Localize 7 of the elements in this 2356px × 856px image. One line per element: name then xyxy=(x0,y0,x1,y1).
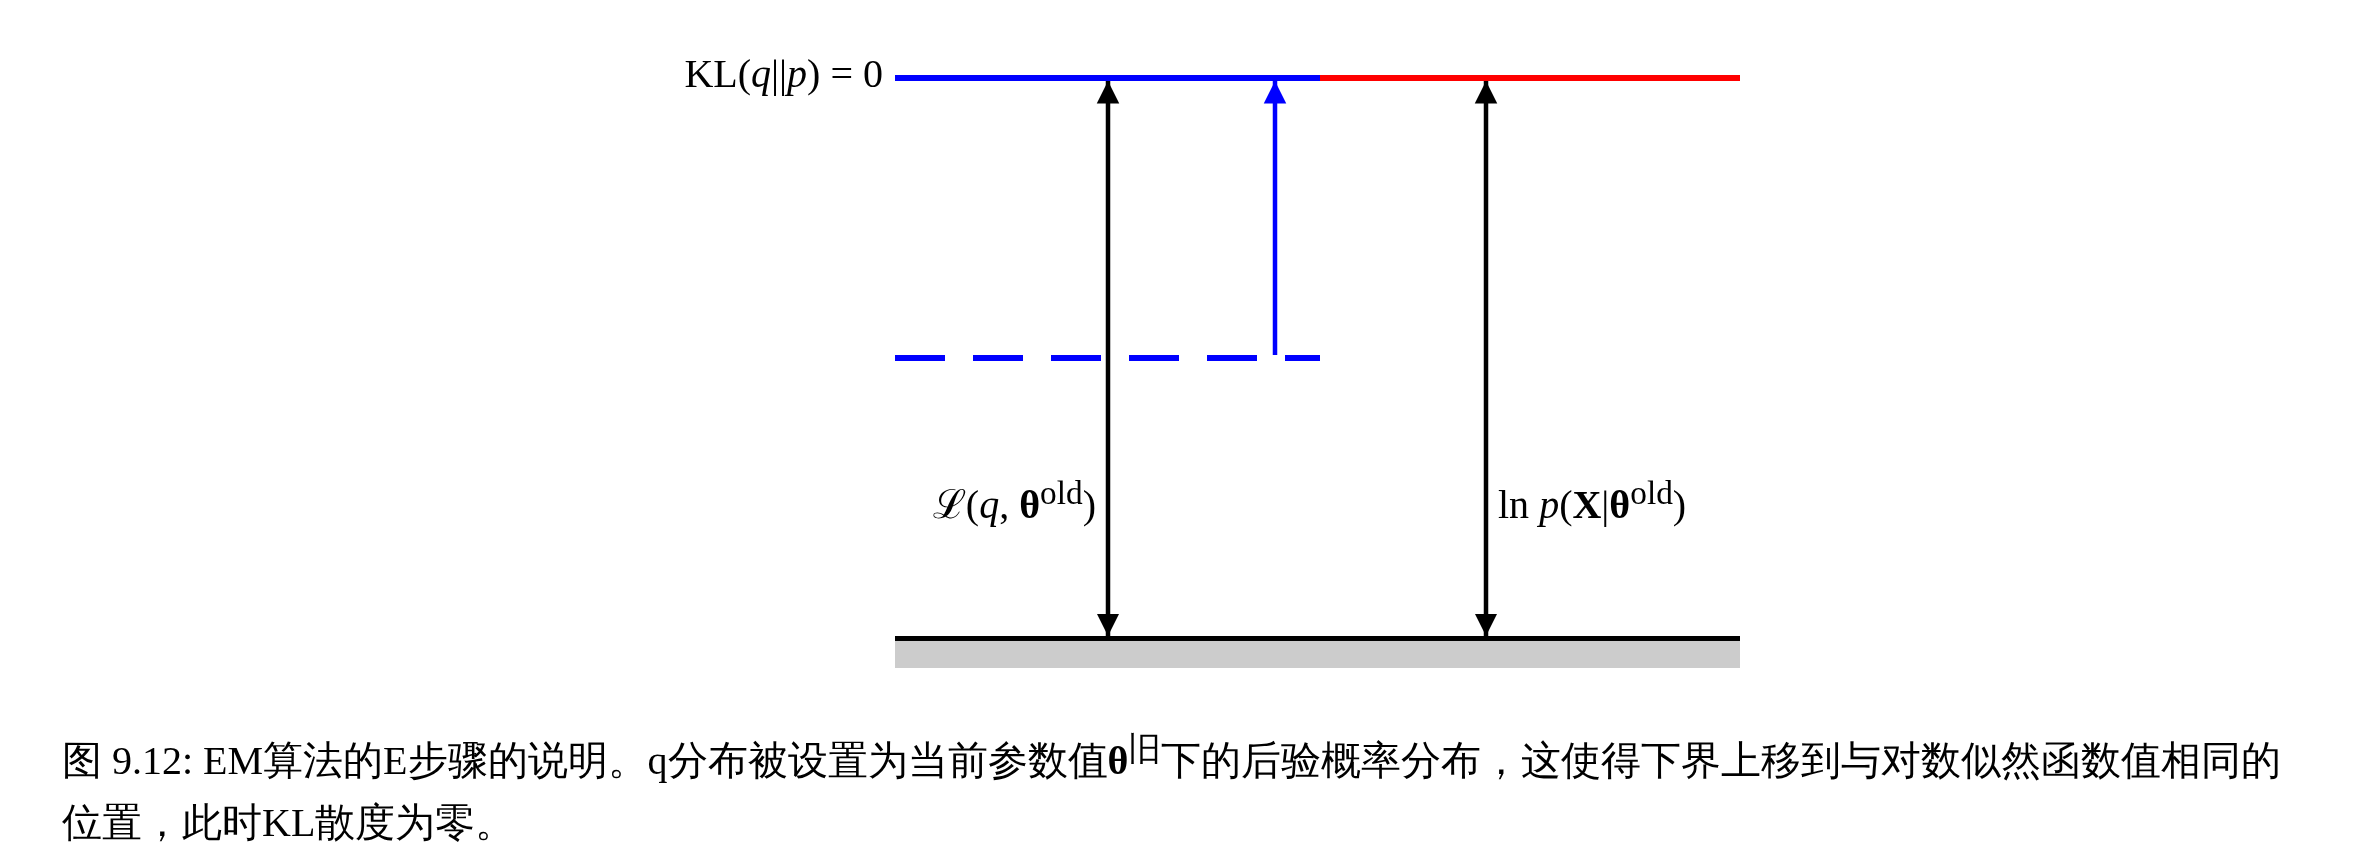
arrow xyxy=(1263,81,1287,355)
figure-caption: 图 9.12: EM算法的E步骤的说明。q分布被设置为当前参数值θ$^{旧}$下的后验概率分布，这使得下界上移到与对数似然函数值相同的位置，此时KL散度为零。 xyxy=(62,729,2283,848)
edge-label: ln p(X|θ$^{old}$) xyxy=(1498,476,1687,526)
arrow xyxy=(1096,81,1120,636)
edge-label: ℒ(q, θ$^{old}$) xyxy=(932,476,1096,526)
arrow xyxy=(1474,81,1498,636)
level-label: KL(q||p) = 0 xyxy=(684,54,883,94)
